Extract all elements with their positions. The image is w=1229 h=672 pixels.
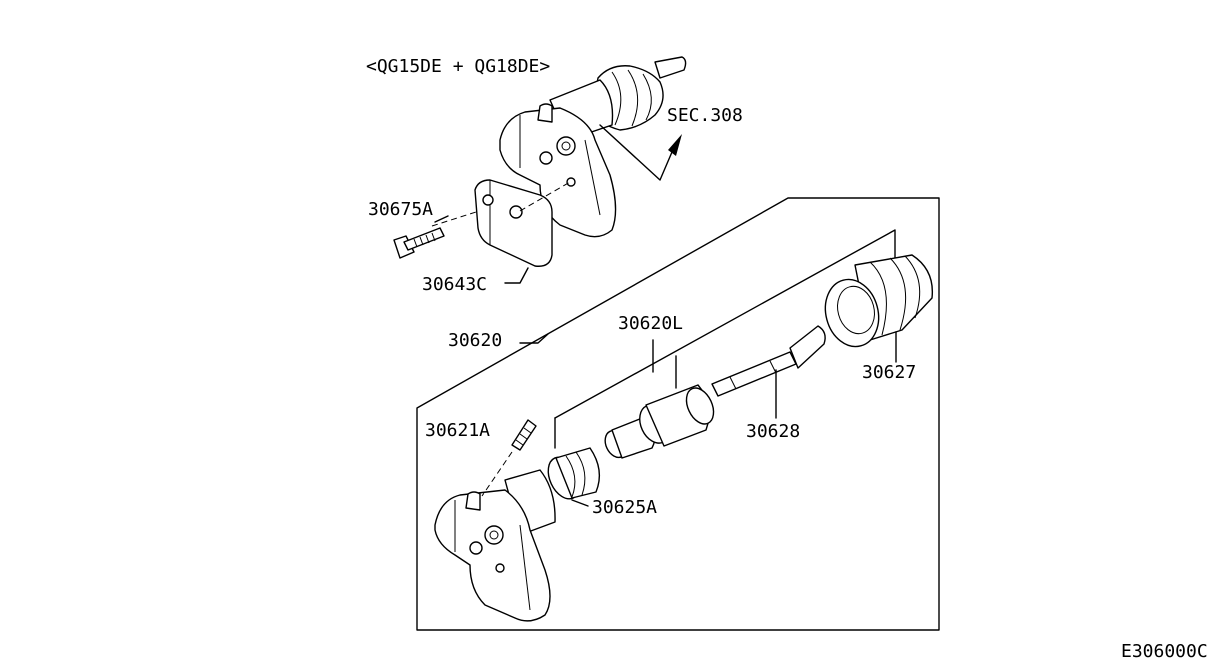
part-label-bleeder-screw: 30621A (425, 420, 490, 441)
part-label-cylinder-kit: 30620L (618, 313, 683, 334)
diagram-code: E306000C (1121, 641, 1208, 662)
boot-30627 (824, 254, 934, 348)
bottom-cylinder-body (434, 469, 556, 622)
assembly-boundary (416, 197, 940, 631)
part-label-boot: 30627 (862, 362, 916, 383)
kit-boundary (554, 229, 896, 419)
bolt-30675A (393, 227, 445, 259)
bracket-plate-30643C (431, 179, 571, 267)
section-ref-label: SEC.308 (667, 105, 743, 126)
part-label-bracket-plate: 30643C (422, 274, 487, 295)
top-cylinder-assembly (499, 56, 687, 238)
push-rod-30628 (711, 325, 826, 397)
part-label-bolt: 30675A (368, 199, 433, 220)
dust-cover-30625A (547, 447, 601, 500)
cylinder-sleeve (639, 384, 715, 447)
part-label-push-rod: 30628 (746, 421, 800, 442)
part-label-operating-cylinder: 30620 (448, 330, 502, 351)
bleeder-screw-30621A (481, 419, 537, 497)
part-label-dust-cover: 30625A (592, 497, 657, 518)
variant-label: <QG15DE + QG18DE> (366, 56, 550, 77)
